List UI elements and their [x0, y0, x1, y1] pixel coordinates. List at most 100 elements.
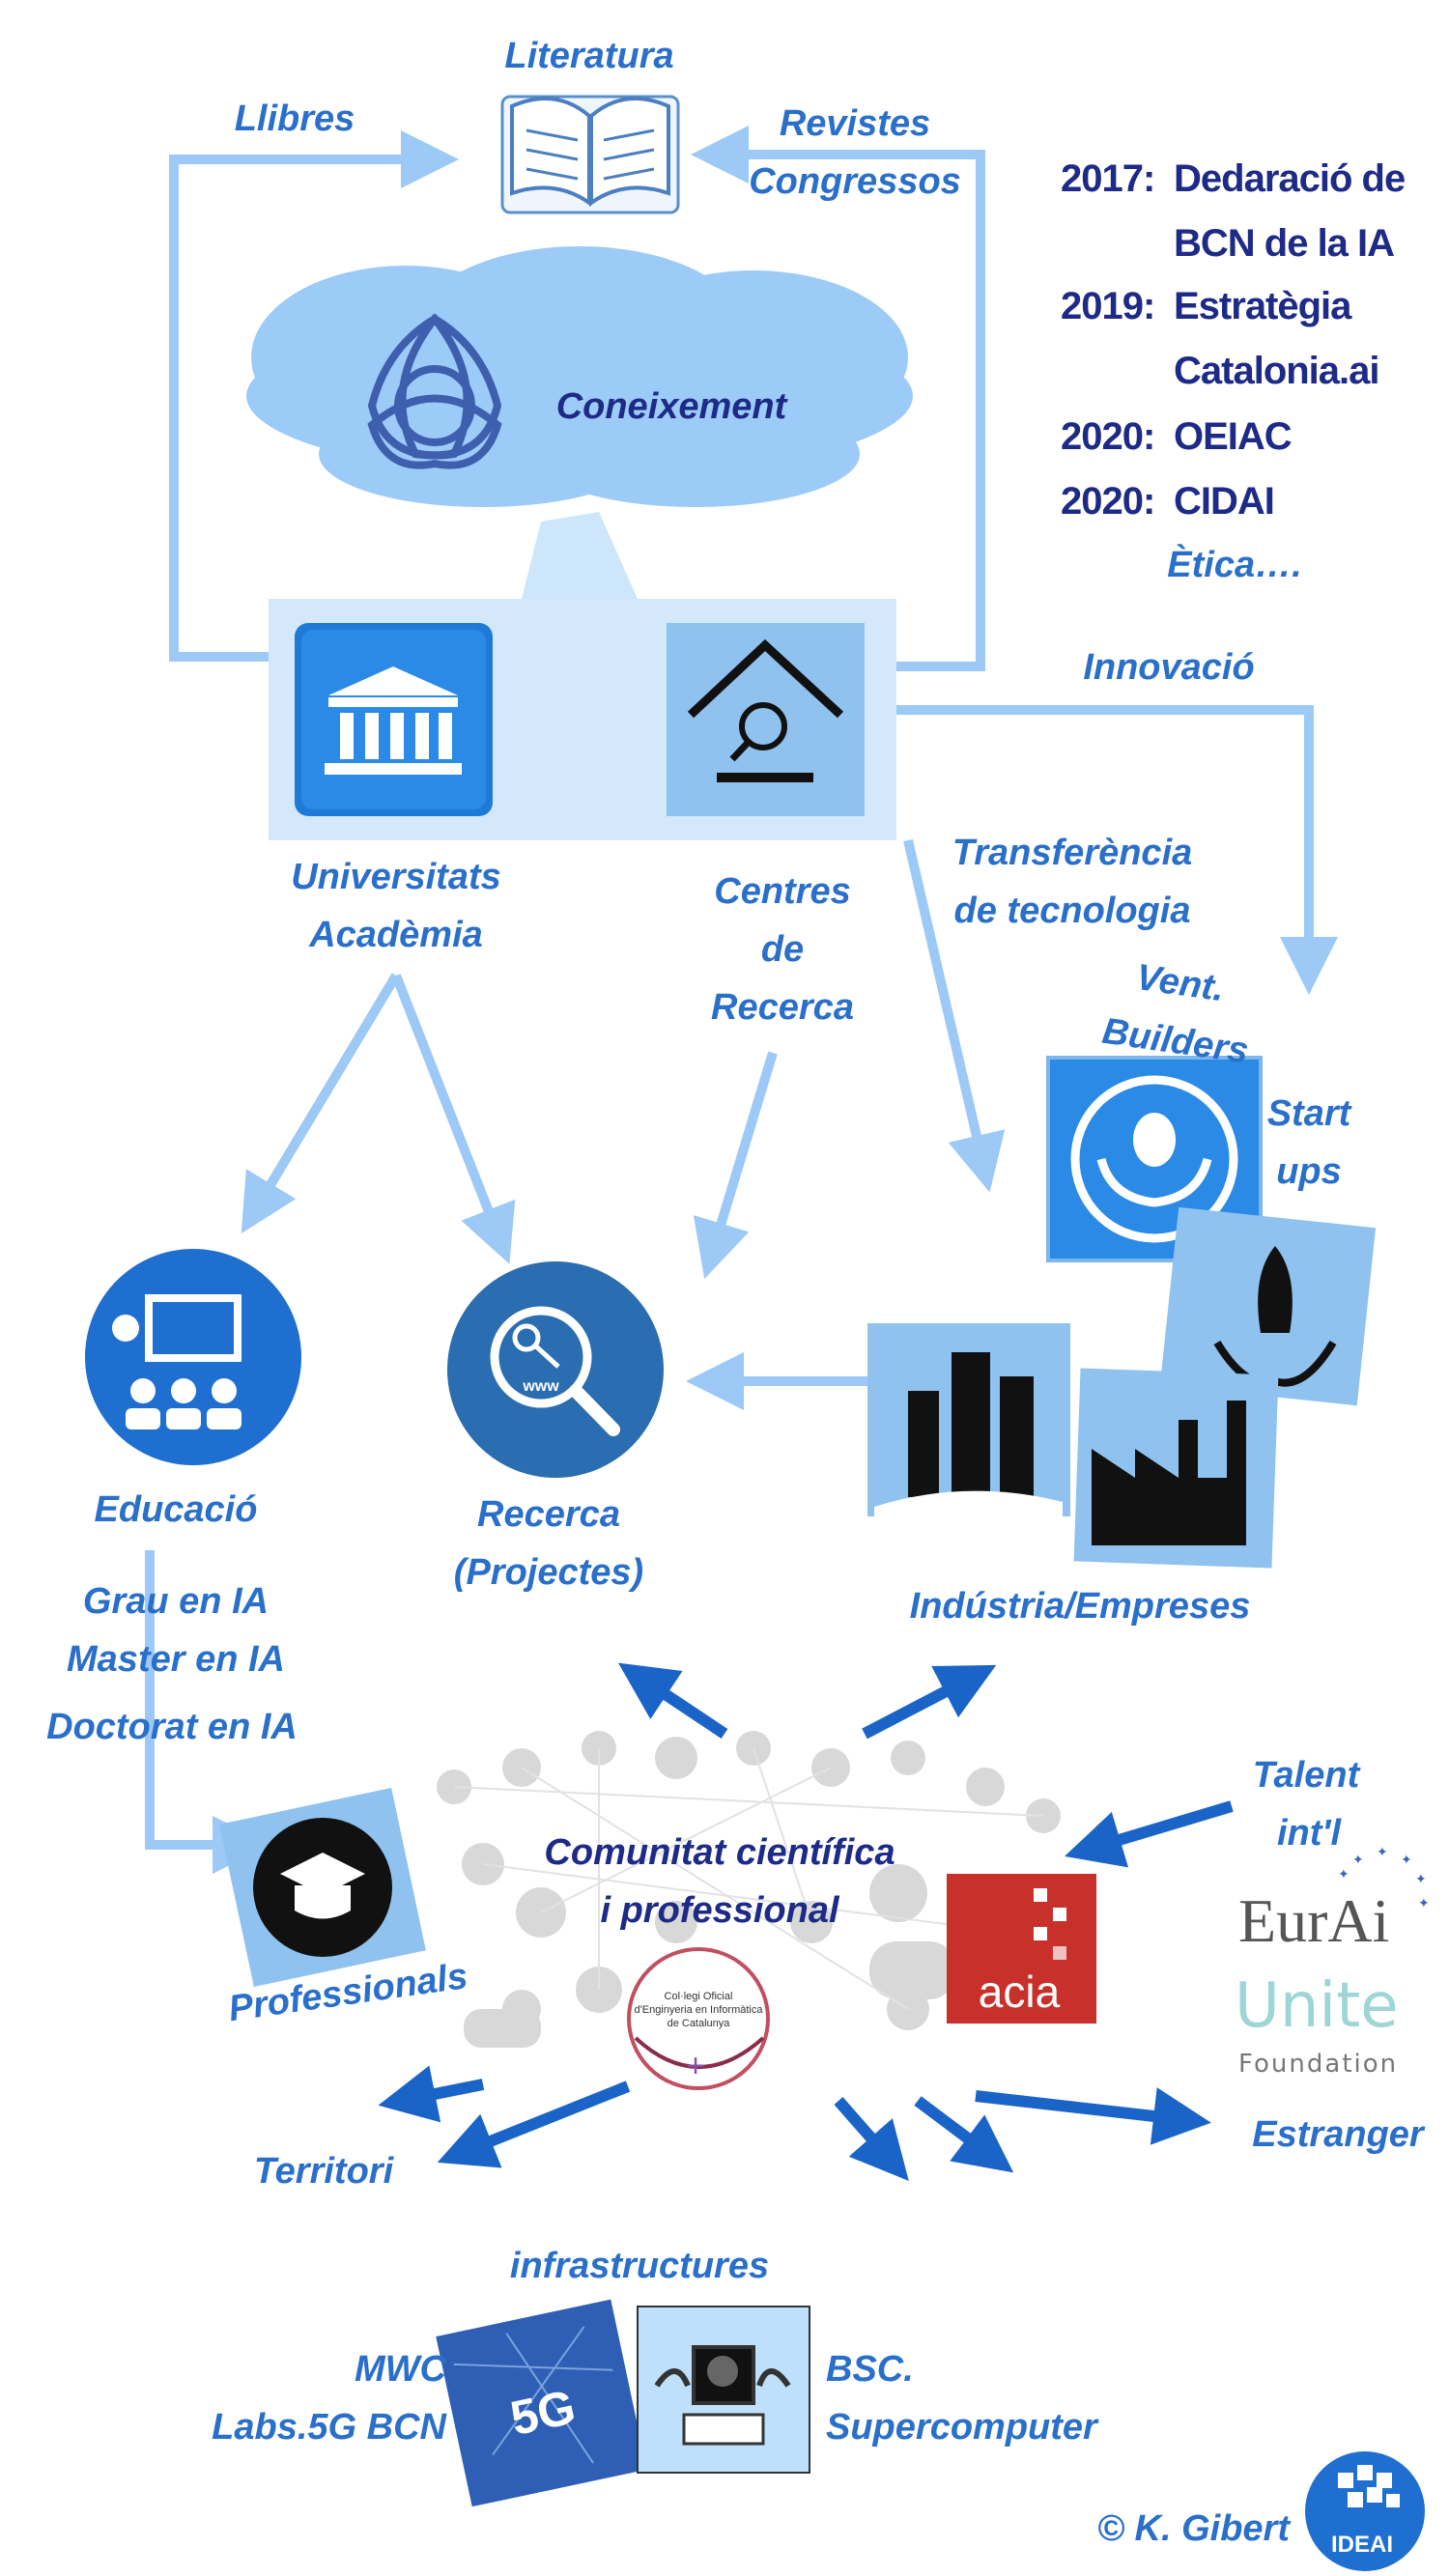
svg-text:✦: ✦	[1418, 1896, 1430, 1911]
eurai-logo: EurAi ✦✦✦ ✦✦✦	[1238, 1845, 1430, 1955]
acia-logo: acia	[947, 1874, 1096, 2024]
timeline: 2017: Dedaració de BCN de la IA 2019: Es…	[1061, 157, 1406, 585]
arrow-talent-to-community	[1065, 1800, 1234, 1868]
arrow-universities-to-education	[241, 973, 401, 1234]
label-i-professional: i professional	[600, 1890, 839, 1931]
label-llibres: Llibres	[235, 99, 355, 139]
arrow-education-to-professionals	[145, 1550, 270, 1874]
knowledge-loop-arrows	[145, 126, 1338, 1874]
5g-image: 5G	[436, 2299, 647, 2507]
timeline-year-1: 2017:	[1061, 157, 1154, 200]
svg-text:✦: ✦	[1401, 1853, 1412, 1868]
label-intl: int'l	[1277, 1813, 1342, 1854]
label-bsc: BSC.	[826, 2349, 914, 2390]
book-icon	[500, 95, 680, 214]
label-recerca-centres: Recerca	[711, 987, 854, 1028]
triquetra-icon	[367, 313, 502, 469]
buildings-icon	[867, 1323, 1070, 1516]
coeic-line-1: Col·legi Oficial	[665, 1991, 733, 2002]
label-ups: ups	[1276, 1151, 1342, 1192]
label-recerca: Recerca	[477, 1494, 620, 1535]
timeline-year-3: 2020:	[1061, 415, 1154, 458]
svg-text:✦: ✦	[1415, 1872, 1427, 1887]
eurai-label: EurAi	[1238, 1886, 1389, 1955]
label-labs5g: Labs.5G BCN	[212, 2407, 447, 2448]
factory-icon	[1073, 1368, 1279, 1569]
label-talent: Talent	[1253, 1755, 1361, 1796]
arrow-community-to-left	[378, 2065, 485, 2123]
label-territori: Territori	[254, 2151, 395, 2192]
label-congressos: Congressos	[749, 161, 961, 202]
timeline-text-1b: BCN de la IA	[1174, 222, 1394, 265]
supercomputer-image	[637, 2306, 810, 2474]
label-supercomputer: Supercomputer	[826, 2407, 1099, 2448]
label-grau: Grau en IA	[83, 1581, 269, 1622]
arrow-transfer-to-startups	[903, 838, 1006, 1193]
unite-logo: Unite Foundation	[1235, 1970, 1399, 2079]
arrow-research-to-literature	[691, 126, 985, 671]
label-infrastructures: infrastructures	[510, 2246, 769, 2286]
research-search-icon: www	[447, 1261, 664, 1478]
timeline-etica: Ètica….	[1167, 543, 1301, 585]
arrow-universities-to-research	[391, 974, 516, 1264]
arrow-community-to-research	[618, 1662, 728, 1739]
unite-label: Unite	[1235, 1970, 1399, 2042]
label-de-tecnologia: de tecnologia	[954, 891, 1191, 931]
label-comunitat: Comunitat científica	[544, 1832, 895, 1873]
svg-text:✦: ✦	[1338, 1867, 1350, 1882]
arrow-community-down-1	[834, 2097, 909, 2182]
svg-text:+: +	[686, 2048, 705, 2084]
svg-text:✦: ✦	[1352, 1853, 1364, 1868]
arrow-community-to-territori	[437, 2081, 631, 2168]
label-academia: Acadèmia	[308, 915, 483, 955]
label-coneixement: Coneixement	[556, 386, 788, 427]
coeic-line-3: de Catalunya	[668, 2018, 731, 2029]
timeline-year-2: 2019:	[1061, 285, 1154, 327]
ideai-logo: IDEAI	[1305, 2451, 1425, 2571]
foundation-label: Foundation	[1238, 2050, 1398, 2079]
community-arrows	[378, 1662, 1234, 2182]
coeic-logo: Col·legi Oficial d'Enginyeria en Informà…	[627, 1947, 770, 2090]
label-centres: Centres	[714, 871, 851, 912]
label-literatura: Literatura	[504, 36, 673, 76]
university-icon	[295, 623, 493, 816]
arrow-universities-to-literature	[169, 130, 459, 662]
svg-text:✦: ✦	[1377, 1845, 1388, 1860]
arrow-innovacio-to-startups	[889, 705, 1338, 995]
5g-label: 5G	[506, 2379, 581, 2446]
timeline-text-2b: Catalonia.ai	[1174, 350, 1379, 392]
timeline-text-1a: Dedaració de	[1174, 157, 1405, 200]
label-de: de	[761, 929, 804, 970]
label-industria: Indústria/Empreses	[910, 1586, 1251, 1627]
timeline-text-2a: Estratègia	[1174, 285, 1352, 327]
timeline-text-4: CIDAI	[1174, 480, 1274, 523]
arrow-community-to-industry	[862, 1664, 997, 1740]
label-master: Master en IA	[67, 1639, 285, 1680]
rocket-hands-icon	[1159, 1206, 1377, 1406]
timeline-text-3: OEIAC	[1174, 415, 1292, 458]
label-transferencia: Transferència	[952, 833, 1193, 873]
www-label: www	[522, 1378, 559, 1395]
label-innovacio: Innovació	[1083, 647, 1254, 688]
acia-label: acia	[979, 1967, 1061, 2017]
coeic-line-2: d'Enginyeria en Informàtica	[635, 2004, 764, 2016]
label-mwc: MWC	[355, 2349, 447, 2390]
label-universitats: Universitats	[291, 857, 501, 897]
label-vent: Vent.	[1133, 957, 1226, 1009]
label-projectes: (Projectes)	[454, 1552, 643, 1593]
label-estranger: Estranger	[1252, 2114, 1426, 2155]
label-start: Start	[1267, 1093, 1352, 1134]
knowledge-cloud	[246, 246, 913, 599]
label-copyright: © K. Gibert	[1097, 2508, 1291, 2549]
label-educacio: Educació	[95, 1489, 258, 1530]
label-doctorat: Doctorat en IA	[46, 1707, 298, 1747]
research-centre-icon	[667, 623, 865, 816]
timeline-year-4: 2020:	[1061, 480, 1154, 523]
arrow-community-down-2	[914, 2096, 1014, 2173]
label-revistes: Revistes	[780, 103, 930, 144]
arrow-centres-to-research	[693, 1051, 778, 1280]
education-icon	[85, 1249, 301, 1465]
ideai-label: IDEAI	[1331, 2532, 1393, 2558]
arrow-community-to-estranger	[975, 2087, 1211, 2145]
graduation-cap-icon	[219, 1787, 426, 1988]
